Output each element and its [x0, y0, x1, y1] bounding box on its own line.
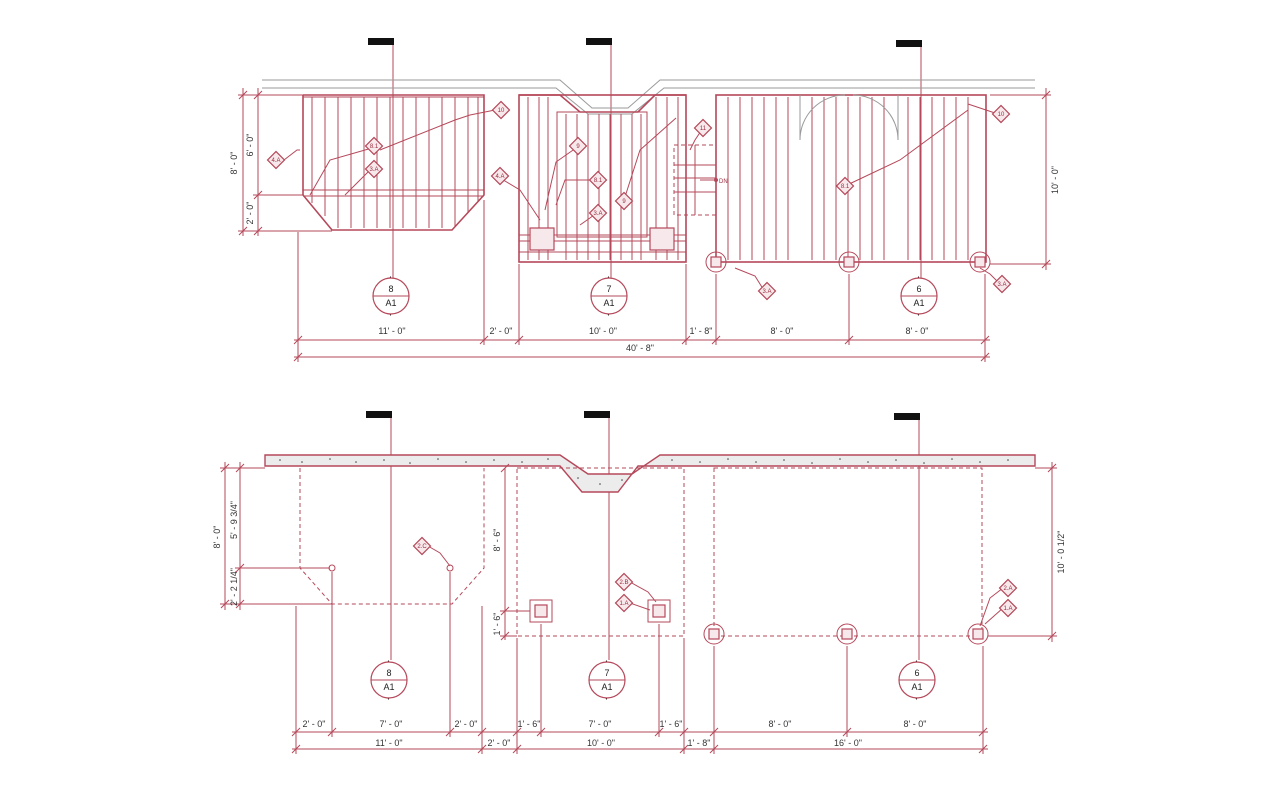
section-cut-bar-8-bottom: [366, 411, 392, 418]
dim-top-left-6-0: 6' - 0": [245, 134, 255, 157]
section-cut-bar-8-top: [368, 38, 394, 45]
top-dimension-lines: [293, 200, 990, 362]
round-footings: [703, 623, 989, 645]
dim-top-1-8: 1' - 8": [690, 326, 713, 336]
dim-top-left-2-0: 2' - 0": [245, 202, 255, 225]
left-joists: [311, 97, 479, 228]
dim-bottom-7-0-b: 7' - 0": [589, 719, 612, 729]
dim-bottom-mid-1-6: 1' - 6": [492, 613, 502, 636]
svg-text:2.B: 2.B: [619, 580, 628, 586]
dim-top-right-10-0: 10' - 0": [1050, 166, 1060, 194]
dim-bottom-mid-8-6: 8' - 6": [492, 529, 502, 552]
svg-text:A1: A1: [601, 682, 612, 692]
svg-text:A1: A1: [383, 682, 394, 692]
dim-bottom-2-0-a: 2' - 0": [303, 719, 326, 729]
svg-text:3.A: 3.A: [369, 167, 378, 173]
svg-text:10: 10: [498, 108, 505, 114]
svg-text:9: 9: [576, 144, 580, 150]
section-cut-bar-6-top: [896, 40, 922, 47]
right-joists: [727, 97, 969, 260]
dim-bottom-1-6-a: 1' - 6": [518, 719, 541, 729]
svg-text:8: 8: [386, 668, 391, 678]
top-framing-plan: DN: [229, 38, 1060, 362]
dim-bottom-10-0: 10' - 0": [587, 738, 615, 748]
tag-diamonds-bottom: 2.C 2.B 1.A 2.A 1.A: [412, 536, 1018, 618]
dim-bottom-7-0-a: 7' - 0": [380, 719, 403, 729]
post-footings-top: [705, 251, 991, 273]
dim-top-11-0: 11' - 0": [378, 326, 405, 336]
section-cut-bar-7-top: [586, 38, 612, 45]
dim-bottom-8-0-b: 8' - 0": [904, 719, 927, 729]
dim-top-left-8-0: 8' - 0": [229, 152, 239, 175]
svg-text:8.1: 8.1: [841, 184, 850, 190]
dim-bottom-left-8-0: 8' - 0": [212, 526, 222, 549]
stair-dn-label: DN: [719, 179, 728, 185]
dim-bottom-right-10-0-half: 10' - 0 1/2": [1056, 531, 1066, 574]
svg-text:2.C: 2.C: [417, 544, 427, 550]
svg-text:3.A: 3.A: [762, 289, 771, 295]
dim-bottom-left-2-2: 2' - 2 1/4": [229, 568, 239, 606]
svg-text:A1: A1: [911, 682, 922, 692]
dim-top-8-0-a: 8' - 0": [771, 326, 794, 336]
section-marker-7-top: 7 A1: [590, 276, 628, 316]
dim-bottom-left-5-9: 5' - 9 3/4": [229, 501, 239, 539]
svg-text:A1: A1: [913, 298, 924, 308]
svg-text:7: 7: [604, 668, 609, 678]
svg-text:8.1: 8.1: [370, 144, 379, 150]
section-marker-6-bottom: 6 A1: [898, 660, 936, 700]
bottom-foundation-plan: 2.C 2.B 1.A 2.A 1.A 8 A1 7 A1 6 A1: [212, 411, 1066, 754]
square-footings: [529, 599, 671, 623]
dim-bottom-2-0-b: 2' - 0": [455, 719, 478, 729]
svg-text:1.A: 1.A: [1003, 606, 1012, 612]
svg-text:7: 7: [606, 284, 611, 294]
svg-text:A1: A1: [385, 298, 396, 308]
svg-text:8: 8: [388, 284, 393, 294]
section-marker-7-bottom: 7 A1: [588, 660, 626, 700]
svg-text:2.A: 2.A: [1003, 586, 1012, 592]
dim-bottom-11-0: 11' - 0": [375, 738, 402, 748]
svg-text:4.A: 4.A: [271, 158, 280, 164]
dim-top-overall: 40' - 8": [626, 343, 654, 353]
dim-bottom-1-8: 1' - 8": [688, 738, 711, 748]
svg-text:8.1: 8.1: [594, 178, 603, 184]
section-marker-8-top: 8 A1: [372, 276, 410, 316]
section-marker-8-bottom: 8 A1: [370, 660, 408, 700]
dim-bottom-1-6-b: 1' - 6": [660, 719, 683, 729]
svg-text:1.A: 1.A: [619, 601, 628, 607]
svg-text:11: 11: [700, 126, 707, 132]
svg-text:4.A: 4.A: [495, 174, 504, 180]
dim-top-8-0-b: 8' - 0": [906, 326, 929, 336]
section-marker-6-top: 6 A1: [900, 276, 938, 316]
svg-text:3.A: 3.A: [997, 282, 1006, 288]
svg-text:3.A: 3.A: [593, 211, 602, 217]
bottom-dimension-lines: [291, 572, 988, 754]
section-cut-bar-7-bottom: [584, 411, 610, 418]
dim-bottom-2-0-c: 2' - 0": [488, 738, 511, 748]
svg-text:A1: A1: [603, 298, 614, 308]
foundation-wall: [264, 454, 1036, 493]
dim-top-2-0: 2' - 0": [490, 326, 513, 336]
dim-bottom-8-0-a: 8' - 0": [769, 719, 792, 729]
svg-text:6: 6: [914, 668, 919, 678]
dim-bottom-16-0: 16' - 0": [834, 738, 862, 748]
svg-text:6: 6: [916, 284, 921, 294]
dim-top-10-0: 10' - 0": [589, 326, 617, 336]
svg-text:9: 9: [622, 199, 626, 205]
concrete-speckle: [279, 458, 1009, 485]
section-cut-bar-6-bottom: [894, 413, 920, 420]
svg-text:10: 10: [998, 112, 1005, 118]
tag-diamonds-top: 4.A 8.1 3.A 10 9 4.A 8.1 3.A 9 11 8.1 10…: [266, 100, 1012, 301]
